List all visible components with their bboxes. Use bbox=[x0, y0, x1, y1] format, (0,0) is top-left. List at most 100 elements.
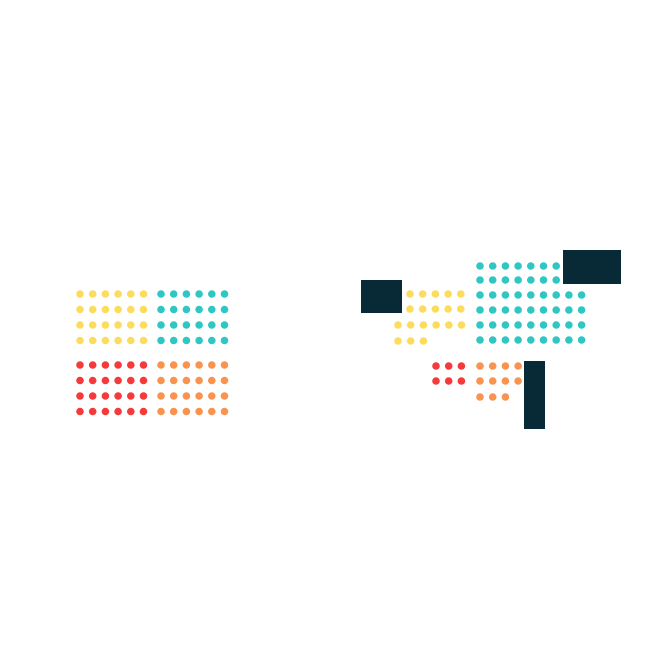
teal-dot bbox=[476, 262, 484, 270]
orange-dot bbox=[476, 393, 484, 401]
teal-dot bbox=[488, 321, 497, 329]
teal-dot bbox=[514, 276, 522, 284]
orange-dot bbox=[501, 362, 510, 370]
yellow-dot bbox=[418, 305, 427, 313]
orange-dot bbox=[501, 377, 510, 385]
yellow-dot bbox=[418, 290, 427, 298]
yellow-dot bbox=[101, 336, 110, 345]
orange-dot bbox=[476, 377, 484, 385]
red-dot bbox=[88, 407, 97, 416]
teal-dot bbox=[208, 336, 216, 345]
orange-dot bbox=[169, 376, 178, 385]
teal-dot bbox=[552, 336, 560, 344]
yellow-dot bbox=[406, 305, 414, 313]
yellow-dot bbox=[114, 305, 122, 314]
block-bottom bbox=[524, 361, 545, 429]
block-left bbox=[361, 280, 402, 313]
yellow-dot bbox=[127, 305, 135, 314]
red-dot bbox=[139, 361, 148, 369]
teal-dot bbox=[527, 291, 535, 299]
orange-dot bbox=[501, 393, 510, 401]
orange-dot bbox=[169, 407, 178, 416]
yellow-dot bbox=[419, 337, 428, 345]
yellow-dot bbox=[101, 321, 110, 329]
yellow-dot bbox=[406, 337, 415, 345]
teal-dot bbox=[169, 305, 178, 314]
red-dot bbox=[76, 407, 84, 416]
teal-dot bbox=[476, 336, 484, 344]
red-dot bbox=[444, 377, 453, 385]
red-dot bbox=[76, 392, 84, 400]
teal-dot bbox=[514, 321, 522, 329]
block-top bbox=[563, 250, 621, 284]
orange-dot bbox=[476, 362, 484, 370]
orange-dot bbox=[514, 377, 522, 385]
yellow-dot bbox=[76, 290, 84, 298]
teal-dot bbox=[577, 321, 586, 329]
teal-dot bbox=[195, 336, 203, 345]
red-dot bbox=[76, 361, 84, 369]
orange-dot bbox=[195, 361, 203, 369]
yellow-dot bbox=[101, 290, 110, 298]
orange-dot bbox=[182, 407, 191, 416]
orange-dot bbox=[220, 376, 229, 385]
orange-dot bbox=[208, 392, 216, 400]
orange-dot bbox=[195, 392, 203, 400]
teal-dot bbox=[208, 321, 216, 329]
yellow-dot bbox=[139, 336, 148, 345]
teal-dot bbox=[476, 306, 484, 314]
teal-dot bbox=[157, 290, 165, 298]
orange-dot bbox=[208, 376, 216, 385]
yellow-dot bbox=[139, 305, 148, 314]
teal-dot bbox=[501, 306, 510, 314]
yellow-dot bbox=[76, 305, 84, 314]
yellow-dot bbox=[101, 305, 110, 314]
yellow-dot bbox=[88, 290, 97, 298]
yellow-dot bbox=[88, 305, 97, 314]
teal-dot bbox=[195, 305, 203, 314]
yellow-dot bbox=[431, 290, 440, 298]
red-dot bbox=[101, 376, 110, 385]
teal-dot bbox=[514, 336, 522, 344]
teal-dot bbox=[501, 321, 510, 329]
red-dot bbox=[114, 392, 122, 400]
teal-dot bbox=[182, 290, 191, 298]
red-dot bbox=[444, 362, 453, 370]
orange-dot bbox=[220, 361, 229, 369]
teal-dot bbox=[527, 306, 535, 314]
red-dot bbox=[114, 376, 122, 385]
orange-dot bbox=[182, 376, 191, 385]
teal-dot bbox=[220, 321, 229, 329]
teal-dot bbox=[577, 291, 586, 299]
yellow-dot bbox=[114, 336, 122, 345]
red-dot bbox=[432, 377, 440, 385]
teal-dot bbox=[157, 321, 165, 329]
teal-dot bbox=[527, 336, 535, 344]
red-dot bbox=[127, 392, 135, 400]
teal-dot bbox=[195, 290, 203, 298]
teal-dot bbox=[527, 321, 535, 329]
yellow-dot bbox=[432, 321, 440, 329]
red-dot bbox=[114, 407, 122, 416]
orange-dot bbox=[220, 392, 229, 400]
red-dot bbox=[101, 407, 110, 416]
yellow-dot bbox=[394, 321, 402, 329]
orange-dot bbox=[169, 392, 178, 400]
red-dot bbox=[139, 407, 148, 416]
red-dot bbox=[76, 376, 84, 385]
teal-dot bbox=[501, 291, 510, 299]
yellow-dot bbox=[114, 290, 122, 298]
yellow-dot bbox=[444, 305, 452, 313]
yellow-dot bbox=[114, 321, 122, 329]
teal-dot bbox=[539, 276, 548, 284]
teal-dot bbox=[220, 290, 229, 298]
teal-dot bbox=[208, 305, 216, 314]
orange-dot bbox=[514, 362, 522, 370]
red-dot bbox=[432, 362, 440, 370]
orange-dot bbox=[157, 376, 165, 385]
teal-dot bbox=[220, 336, 229, 345]
yellow-dot bbox=[406, 321, 415, 329]
teal-dot bbox=[565, 291, 573, 299]
teal-dot bbox=[169, 321, 178, 329]
